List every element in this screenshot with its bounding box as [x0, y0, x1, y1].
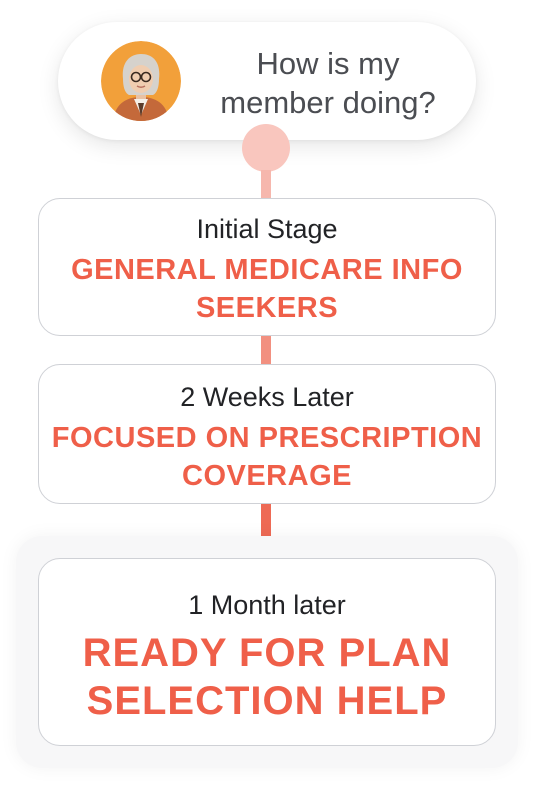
stage-card-initial: Initial Stage GENERAL MEDICARE INFO SEEK… — [38, 198, 496, 336]
connector-dot — [242, 124, 290, 172]
question-text: How is my member doing? — [220, 46, 436, 120]
stage-label: 2 Weeks Later — [180, 382, 354, 412]
connector-line — [261, 334, 271, 368]
stage-title: FOCUSED ON PRESCRIPTION COVERAGE — [51, 422, 483, 492]
stage-title: GENERAL MEDICARE INFO SEEKERS — [71, 254, 463, 324]
connector-line — [261, 170, 271, 202]
stage-label: Initial Stage — [196, 214, 338, 244]
question-bubble: How is my member doing? — [58, 22, 476, 140]
stage-card-1-month: 1 Month later READY FOR PLAN SELECTION H… — [38, 558, 496, 746]
stage-card-2-weeks: 2 Weeks Later FOCUSED ON PRESCRIPTION CO… — [38, 364, 496, 504]
avatar — [101, 41, 181, 121]
stage-title: READY FOR PLAN SELECTION HELP — [82, 631, 452, 723]
stage-label: 1 Month later — [188, 590, 346, 620]
avatar-photo-icon — [101, 41, 181, 121]
connector-line — [261, 500, 271, 564]
